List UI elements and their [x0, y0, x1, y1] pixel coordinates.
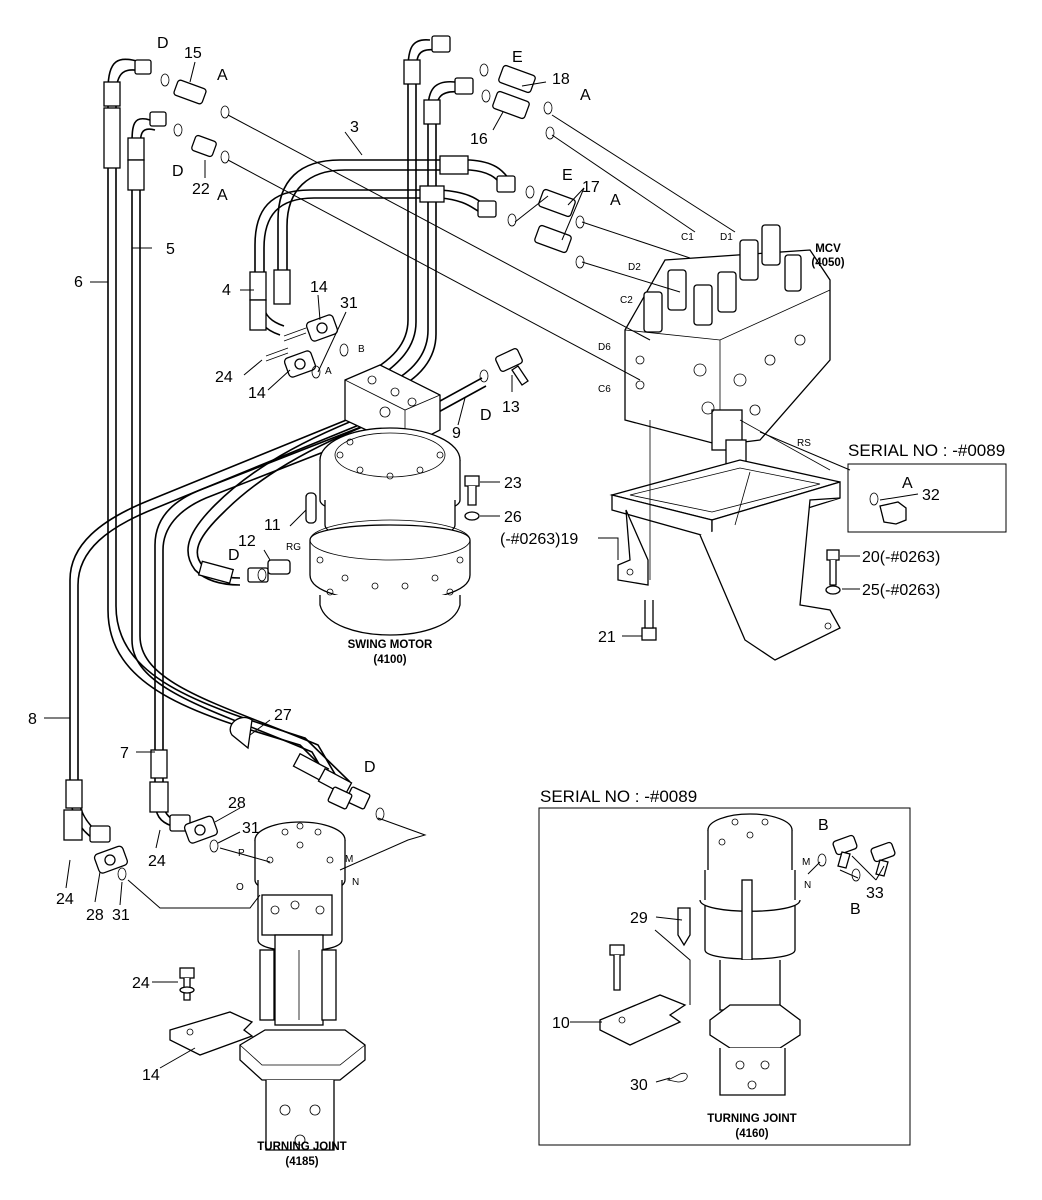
port-M: M [345, 854, 353, 865]
letter-A5: A [902, 475, 913, 492]
callout-24a: 24 [215, 369, 233, 386]
port-RG: RG [286, 542, 301, 553]
callout-11: 11 [264, 517, 281, 534]
callout-5: 5 [166, 241, 175, 258]
port-M2: M [802, 857, 810, 868]
callout-27: 27 [274, 707, 292, 724]
callout-12: 12 [238, 533, 256, 550]
callout-19: (-#0263)19 [500, 531, 578, 548]
callout-29: 29 [630, 910, 648, 927]
fittings [89, 35, 576, 874]
letter-D2: D [172, 163, 184, 180]
callout-28b: 28 [86, 907, 104, 924]
hose-sleeves [63, 59, 469, 841]
swing-motor-code: (4100) [373, 654, 406, 666]
port-A: A [325, 366, 332, 377]
port-B: B [358, 344, 365, 355]
callout-26: 26 [504, 509, 522, 526]
swing-motor-title: SWING MOTOR [348, 639, 433, 651]
letter-A3: A [580, 87, 591, 104]
swing-motor [309, 364, 471, 636]
mcv-bracket [609, 419, 841, 661]
serial-box-1 [847, 463, 1007, 533]
letter-A1: A [217, 67, 228, 84]
letter-B2: B [850, 901, 861, 918]
callout-14b: 14 [248, 385, 266, 402]
callout-8: 8 [28, 711, 37, 728]
callout-17: 17 [582, 179, 600, 196]
callout-15: 15 [184, 45, 202, 62]
port-N2: N [804, 880, 811, 891]
port-labels: C1 D1 D2 C2 D6 C6 RS A B RG P M N O M N [236, 232, 811, 893]
port-D1: D1 [720, 232, 733, 243]
callout-9: 9 [452, 425, 461, 442]
callout-24d: 24 [132, 975, 150, 992]
serial-label-2: SERIAL NO : -#0089 [540, 787, 697, 806]
callout-21: 21 [598, 629, 616, 646]
port-C2: C2 [620, 295, 633, 306]
letter-E2: E [562, 167, 573, 184]
port-N: N [352, 877, 359, 888]
letter-D1: D [157, 35, 169, 52]
port-D6: D6 [598, 342, 611, 353]
callout-31a: 31 [340, 295, 358, 312]
port-O: O [236, 882, 244, 893]
callout-28a: 28 [228, 795, 246, 812]
mcv-code: (4050) [811, 257, 844, 269]
o-rings [117, 63, 879, 882]
letter-D4: D [228, 547, 240, 564]
callout-16: 16 [470, 131, 488, 148]
callout-33: 33 [866, 885, 884, 902]
port-C1: C1 [681, 232, 694, 243]
letter-D3: D [480, 407, 492, 424]
port-RS: RS [797, 438, 811, 449]
serial-label-1: SERIAL NO : -#0089 [848, 441, 1005, 460]
callout-14a: 14 [310, 279, 328, 296]
component-titles: MCV (4050) SWING MOTOR (4100) TURNING JO… [257, 243, 1005, 1168]
serial-box-2 [538, 807, 911, 1146]
mcv-valve [624, 224, 831, 471]
turning-joint-2-code: (4160) [735, 1128, 768, 1140]
callout-24c: 24 [56, 891, 74, 908]
callout-30: 30 [630, 1077, 648, 1094]
callout-14c: 14 [142, 1067, 160, 1084]
callout-23: 23 [504, 475, 522, 492]
port-D2: D2 [628, 262, 641, 273]
turning-joint-4185 [169, 821, 366, 1151]
mcv-title: MCV [815, 243, 841, 255]
leader-lines [44, 61, 919, 1083]
callout-18: 18 [552, 71, 570, 88]
turning-joint-2-title: TURNING JOINT [707, 1113, 796, 1125]
callout-3: 3 [350, 119, 359, 136]
callout-13: 13 [502, 399, 520, 416]
turning-joint-code: (4185) [285, 1156, 318, 1168]
callout-10: 10 [552, 1015, 570, 1032]
callout-7: 7 [120, 745, 129, 762]
callout-22: 22 [192, 181, 210, 198]
letter-B1: B [818, 817, 829, 834]
callout-25: 25(-#0263) [862, 582, 940, 599]
callout-4: 4 [222, 282, 231, 299]
letter-A4: A [610, 192, 621, 209]
callout-6: 6 [74, 274, 83, 291]
letter-A2: A [217, 187, 228, 204]
callout-24b: 24 [148, 853, 166, 870]
callout-32: 32 [922, 487, 940, 504]
port-P: P [238, 848, 245, 859]
callout-numbers: 15 18 16 22 17 3 5 6 4 14 31 24 14 13 9 … [28, 45, 940, 1094]
callout-31c: 31 [112, 907, 130, 924]
turning-joint-title: TURNING JOINT [257, 1141, 346, 1153]
letter-E1: E [512, 49, 523, 66]
port-C6: C6 [598, 384, 611, 395]
bolts-bracket [305, 475, 841, 641]
letter-markers: D A D A E A E A D D A D B B [157, 35, 913, 918]
callout-20: 20(-#0263) [862, 549, 940, 566]
callout-31b: 31 [242, 820, 260, 837]
letter-D5: D [364, 759, 376, 776]
